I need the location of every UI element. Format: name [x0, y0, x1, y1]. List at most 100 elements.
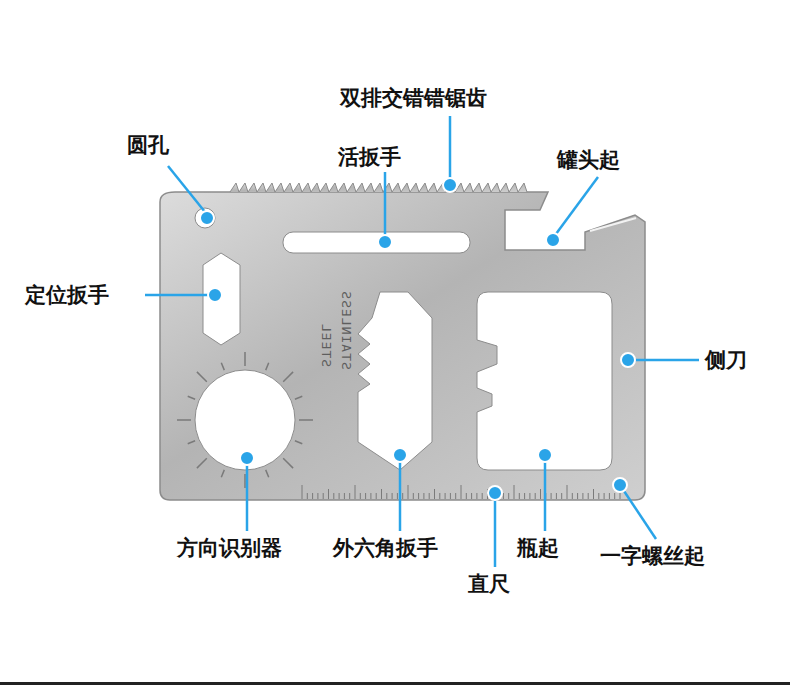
leader-lines [145, 116, 699, 567]
stamped-text: STAINLESS [339, 290, 353, 369]
ruler-tick [455, 493, 456, 499]
compass-tick [221, 363, 224, 370]
ruler-tick [323, 493, 324, 499]
part-label: 侧刀 [705, 348, 747, 372]
ruler-tick [561, 493, 562, 499]
ruler-tick [529, 493, 530, 499]
ruler-tick [397, 493, 398, 499]
ruler-tick [429, 493, 430, 499]
bottom-rule [0, 682, 790, 685]
ruler-tick [556, 493, 557, 499]
ruler-tick [450, 493, 451, 499]
positioning-wrench [203, 253, 240, 345]
ruler-tick [386, 493, 387, 499]
ruler-tick [360, 493, 361, 499]
ruler-tick [312, 493, 313, 499]
ruler-ticks [302, 485, 620, 499]
compass-tick [188, 396, 195, 399]
ruler-tick [423, 493, 424, 499]
ruler-tick [604, 493, 605, 499]
bottle-opener [477, 292, 612, 470]
ruler-tick [577, 493, 578, 499]
saw-teeth [230, 183, 527, 192]
ruler-tick [503, 493, 504, 499]
part-label: 双排交错错锯齿 [340, 86, 487, 110]
wrench-slot [283, 232, 470, 253]
ruler-tick [508, 493, 509, 499]
compass-tick [283, 458, 293, 468]
ruler-tick [349, 493, 350, 499]
ruler-tick [582, 493, 583, 499]
ruler-tick [381, 489, 382, 499]
part-label: 直尺 [468, 572, 510, 596]
part-label: 定位扳手 [25, 283, 109, 307]
direction-finder [195, 370, 295, 470]
side-blade-edge [590, 218, 636, 231]
compass-tick [244, 474, 246, 488]
compass-tick [295, 441, 302, 444]
ruler-tick [370, 493, 371, 499]
ruler-tick [461, 485, 462, 499]
ruler-tick [408, 485, 409, 499]
card-body [160, 192, 645, 500]
ruler-tick [355, 485, 356, 499]
compass-tick [295, 396, 302, 399]
ruler-tick [609, 493, 610, 499]
ruler-tick [339, 493, 340, 499]
ruler-tick [392, 493, 393, 499]
ruler-tick [572, 493, 573, 499]
ruler-tick [519, 493, 520, 499]
ruler-tick [540, 489, 541, 499]
saw-tooth [230, 183, 527, 192]
stamped-text: STEEL [319, 323, 333, 367]
part-label: 圆孔 [127, 133, 169, 157]
compass-tick [266, 363, 269, 370]
ruler-tick [471, 493, 472, 499]
ruler-tick [466, 493, 467, 499]
ruler-tick [376, 493, 377, 499]
compass-tick [299, 419, 313, 421]
ruler-tick [445, 493, 446, 499]
compass-tick [244, 352, 246, 366]
part-label: 一字螺丝起 [600, 544, 705, 568]
ruler-tick [476, 493, 477, 499]
ruler-tick [482, 493, 483, 499]
part-label: 瓶起 [517, 536, 559, 560]
ruler-tick [567, 485, 568, 499]
ruler-tick [439, 493, 440, 499]
part-label: 活扳手 [338, 145, 401, 169]
callout-dots [200, 178, 635, 500]
ruler-tick [333, 493, 334, 499]
ruler-tick [328, 489, 329, 499]
compass-tick [266, 470, 269, 477]
ruler-tick [551, 493, 552, 499]
ruler-tick [307, 493, 308, 499]
ruler-tick [598, 493, 599, 499]
ruler-tick [524, 493, 525, 499]
part-label: 罐头起 [557, 148, 620, 172]
part-label: 方向识别器 [177, 536, 282, 560]
compass-tick [197, 458, 207, 468]
ruler-tick [588, 493, 589, 499]
part-label: 外六角扳手 [333, 536, 438, 560]
ruler-tick [593, 489, 594, 499]
ruler-tick [402, 493, 403, 499]
hex-wrench [358, 292, 432, 470]
ruler-tick [418, 493, 419, 499]
compass-tick [177, 419, 191, 421]
compass-tick [283, 372, 293, 382]
compass-tick [188, 441, 195, 444]
ruler-tick [344, 493, 345, 499]
ruler-tick [365, 493, 366, 499]
round-hole [195, 208, 215, 228]
ruler-tick [413, 493, 414, 499]
ruler-tick [535, 493, 536, 499]
compass-tick [221, 470, 224, 477]
compass-tick [197, 372, 207, 382]
ruler-tick [614, 493, 615, 499]
compass-ticks [177, 352, 313, 488]
ruler-tick [434, 489, 435, 499]
ruler-tick [514, 485, 515, 499]
ruler-tick [317, 493, 318, 499]
